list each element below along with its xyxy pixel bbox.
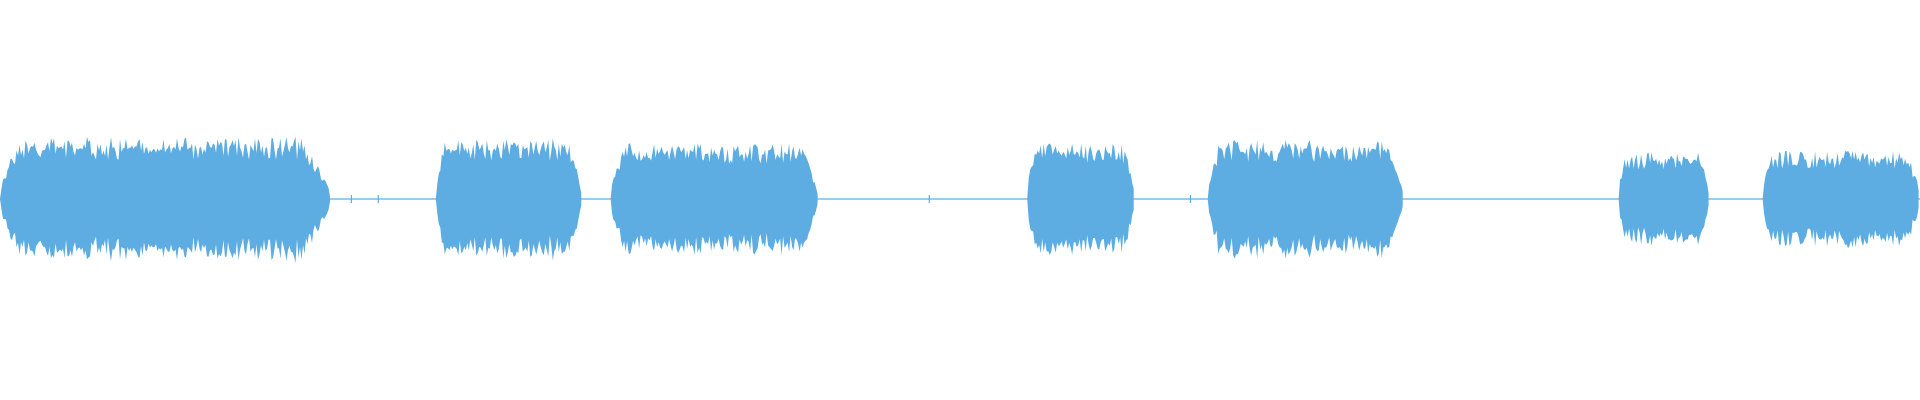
waveform-segment-2 bbox=[435, 138, 582, 261]
waveform-segment-3 bbox=[610, 143, 818, 256]
waveform-segment-5 bbox=[1207, 139, 1403, 259]
waveform-segment-4 bbox=[1027, 143, 1134, 255]
waveform-segment-6 bbox=[1618, 152, 1709, 247]
waveform-segment-1 bbox=[0, 136, 330, 263]
waveform-segments bbox=[0, 136, 1919, 263]
waveform-segment-7 bbox=[1762, 151, 1919, 249]
